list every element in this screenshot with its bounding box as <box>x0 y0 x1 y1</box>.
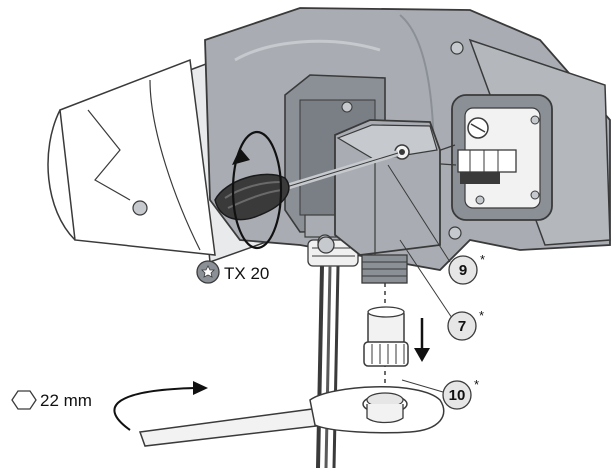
screw-icon <box>448 226 462 240</box>
arrow-down-icon <box>414 318 430 362</box>
callout-7: 7 * <box>399 239 484 341</box>
bolt-icon <box>132 200 148 216</box>
callout-10-mark: * <box>474 377 479 392</box>
wrench-rotation-arrow-icon <box>113 381 208 431</box>
torx-label-group: TX 20 <box>196 260 269 284</box>
torx-size-label: TX 20 <box>224 264 269 283</box>
wrench <box>138 386 445 447</box>
hexagon-icon <box>11 390 37 410</box>
gland-nut <box>363 306 409 367</box>
wrench-label-group: 22 mm <box>11 390 92 410</box>
rotation-arrow-icon <box>231 130 283 250</box>
terminal-block <box>457 149 517 173</box>
callout-9: 9 * <box>387 164 485 285</box>
callout-7-number: 7 <box>458 318 466 335</box>
front-connection-box <box>334 119 441 284</box>
cables <box>316 265 340 468</box>
callout-9-mark: * <box>480 252 485 267</box>
wrench-size-label: 22 mm <box>40 391 92 410</box>
terminal-compartment <box>411 94 553 221</box>
callout-10: 10 * <box>401 377 479 410</box>
bolt-icon <box>317 236 335 254</box>
callout-7-mark: * <box>479 308 484 323</box>
callout-9-number: 9 <box>459 262 467 279</box>
callout-10-number: 10 <box>449 387 466 404</box>
torx-icon <box>196 260 220 284</box>
screw-icon <box>341 101 353 113</box>
screw-icon <box>450 41 464 55</box>
